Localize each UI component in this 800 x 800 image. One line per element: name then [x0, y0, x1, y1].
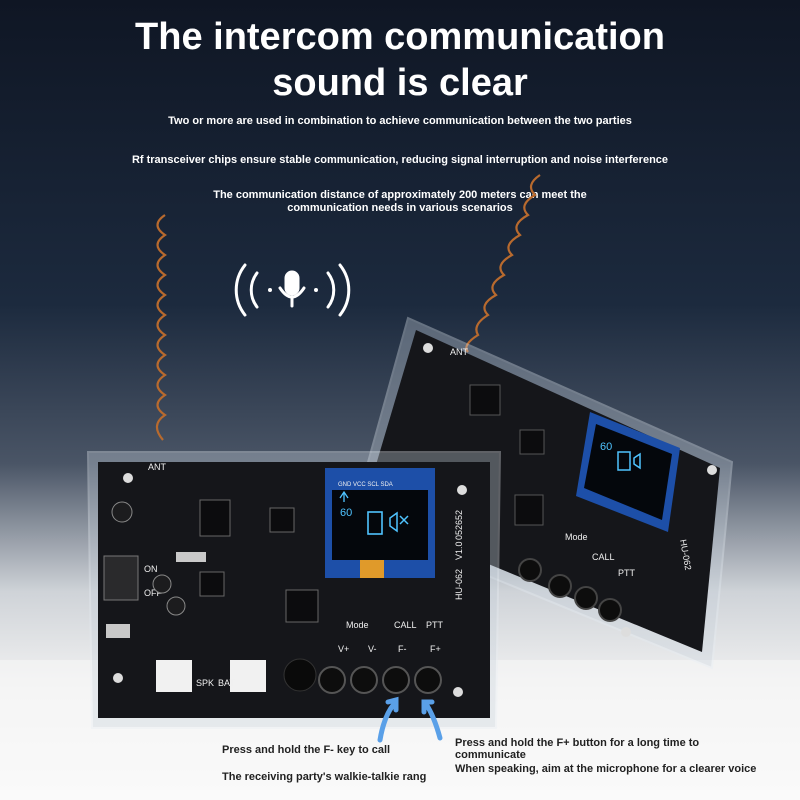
press-arrow-icon: [377, 696, 399, 743]
bat-label: BAT: [218, 678, 235, 688]
headline-line-1: The intercom communication: [135, 16, 665, 58]
feature-text-1: Two or more are used in combination to a…: [168, 115, 632, 127]
v-minus-button[interactable]: [350, 666, 378, 694]
feature-text-2: Rf transceiver chips ensure stable commu…: [131, 154, 669, 166]
front-board: GND VCC SCL SDA 60 ON OFF SPK: [86, 451, 502, 729]
caption-f-minus: Press and hold the F- key to call: [222, 744, 391, 756]
on-label: ON: [144, 564, 158, 574]
v-plus-button[interactable]: [318, 666, 346, 694]
back-call-label: CALL: [592, 552, 615, 562]
handset-icon: [367, 511, 383, 535]
ant-label: ANT: [148, 462, 167, 472]
date-code-label: 052652: [454, 510, 464, 540]
f-minus-button[interactable]: [382, 666, 410, 694]
mute-icon: [389, 511, 409, 533]
sound-wave-right-icon: [326, 263, 351, 317]
antenna-signal-icon: [339, 490, 349, 502]
f-minus-label: F-: [398, 644, 407, 654]
headline-line-2: sound is clear: [272, 62, 528, 104]
caption-f-plus: Press and hold the F+ button for a long …: [455, 737, 700, 761]
microphone-icon: [278, 270, 306, 308]
v-plus-label: V+: [338, 644, 349, 654]
press-arrow-icon: [421, 699, 443, 741]
sound-wave-left-icon: [234, 263, 259, 317]
oled-channel: 60: [340, 507, 352, 519]
caption-receiving: The receiving party's walkie-talkie rang: [222, 771, 427, 783]
back-oled-channel: 60: [600, 441, 612, 453]
antenna-coil-front: [155, 214, 167, 441]
ptt-label: PTT: [426, 620, 444, 630]
headline: The intercom communication sound is clea…: [0, 14, 800, 106]
oled-pin-label: GND VCC SCL SDA: [338, 482, 393, 488]
feature-text-3: The communication distance of approximat…: [213, 189, 587, 214]
f-plus-label: F+: [430, 644, 441, 654]
v-minus-label: V-: [368, 644, 377, 654]
back-board: 60 Mode CALL PTT ANT HU-062: [350, 316, 734, 670]
call-label: CALL: [394, 620, 417, 630]
mode-label: Mode: [346, 620, 369, 630]
off-label: OFF: [144, 588, 162, 598]
antenna-coil-back: [465, 174, 541, 353]
back-ptt-label: PTT: [618, 568, 636, 578]
version-label: V1.0: [454, 541, 464, 560]
microphone: [283, 658, 317, 692]
caption-speaking: When speaking, aim at the microphone for…: [455, 763, 757, 775]
back-mode-label: Mode: [565, 532, 588, 542]
model-label: HU-062: [454, 569, 464, 600]
spk-label: SPK: [196, 678, 214, 688]
back-ant-label: ANT: [450, 347, 469, 357]
f-plus-button[interactable]: [414, 666, 442, 694]
